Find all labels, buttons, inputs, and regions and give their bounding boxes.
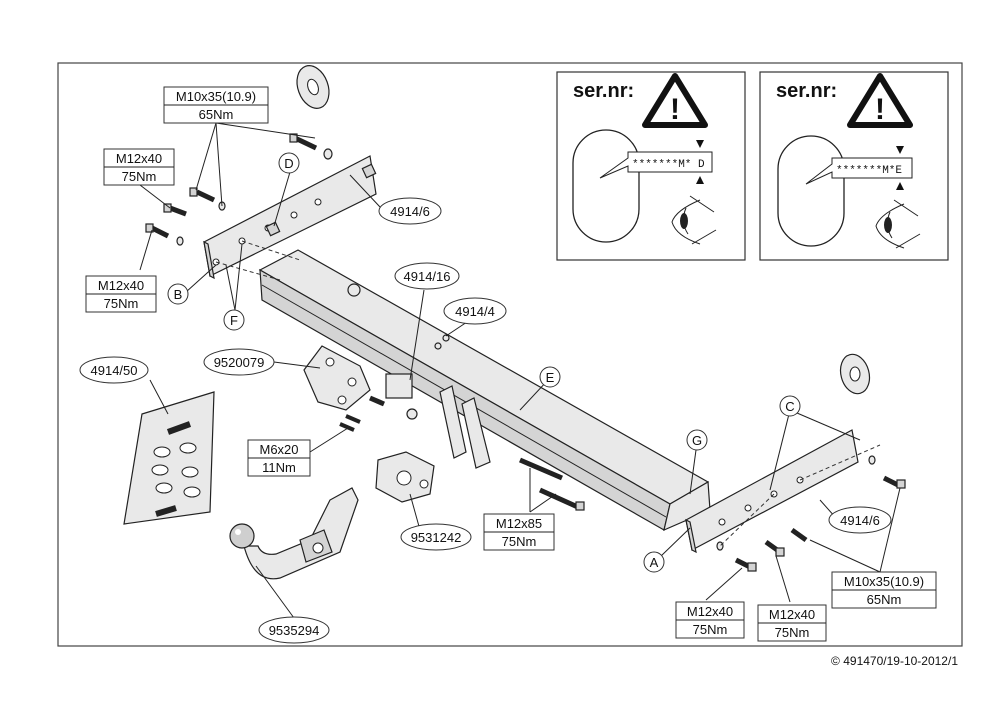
svg-text:75Nm: 75Nm (122, 169, 157, 184)
svg-text:M10x35(10.9): M10x35(10.9) (844, 574, 924, 589)
svg-text:!: ! (875, 93, 885, 126)
bolts-right (716, 455, 906, 572)
spec-top-left-m10: M10x35(10.9) 65Nm (163, 86, 269, 124)
svg-text:M12x40: M12x40 (116, 151, 162, 166)
svg-text:9531242: 9531242 (411, 530, 462, 545)
svg-text:M10x35(10.9): M10x35(10.9) (176, 89, 256, 104)
serial-title: ser.nr: (776, 80, 837, 102)
spec-m12x85: M12x85 75Nm (483, 513, 555, 551)
part-4914-4: 4914/4 (443, 297, 507, 325)
large-washer-right (839, 353, 871, 395)
svg-text:M12x40: M12x40 (687, 604, 733, 619)
crossbar (258, 249, 711, 532)
center-brackets (347, 283, 585, 511)
callout-d: D (278, 152, 300, 174)
svg-text:4914/16: 4914/16 (404, 269, 451, 284)
svg-text:F: F (230, 313, 238, 328)
callout-b: B (167, 283, 189, 305)
callout-c: C (779, 395, 801, 417)
serial-panel-d: ser.nr: ! *******M* D (556, 71, 746, 261)
svg-text:4914/6: 4914/6 (840, 513, 880, 528)
svg-text:75Nm: 75Nm (693, 622, 728, 637)
parts-bag (123, 391, 215, 525)
svg-text:E: E (546, 370, 555, 385)
eye-icon (671, 195, 717, 245)
part-4914-6-right: 4914/6 (828, 506, 892, 534)
part-9531242: 9531242 (400, 523, 472, 551)
svg-text:!: ! (670, 93, 680, 126)
spec-left-m12-upper: M12x40 75Nm (103, 148, 175, 186)
svg-text:75Nm: 75Nm (104, 296, 139, 311)
socket-plate (303, 345, 385, 432)
warning-icon: ! (642, 73, 708, 128)
svg-text:9520079: 9520079 (214, 355, 265, 370)
svg-text:9535294: 9535294 (269, 623, 320, 638)
guide-lines (215, 240, 881, 547)
callout-a: A (643, 551, 665, 573)
svg-text:C: C (785, 399, 794, 414)
callout-e: E (539, 366, 561, 388)
svg-text:11Nm: 11Nm (262, 460, 296, 475)
svg-text:M12x40: M12x40 (769, 607, 815, 622)
leader-lines (139, 122, 901, 619)
right-bracket (685, 429, 859, 554)
callout-g: G (686, 429, 708, 451)
towball (229, 487, 359, 580)
part-4914-6-left: 4914/6 (378, 197, 442, 225)
eye-icon (875, 199, 921, 249)
large-washer-top (296, 65, 330, 109)
svg-text:65Nm: 65Nm (867, 592, 902, 607)
callout-f: F (223, 309, 245, 331)
part-9535294: 9535294 (258, 616, 330, 644)
serial-code: *******M* D (632, 159, 705, 171)
bolts-left (145, 133, 333, 246)
svg-text:75Nm: 75Nm (775, 625, 810, 640)
svg-text:4914/50: 4914/50 (91, 363, 138, 378)
spec-right-m10: M10x35(10.9) 65Nm (831, 571, 937, 609)
spec-bottom-m12-b: M12x40 75Nm (757, 604, 827, 642)
copyright-text: © 491470/19-10-2012/1 (831, 654, 958, 668)
spec-m6: M6x20 11Nm (247, 439, 311, 477)
svg-text:M6x20: M6x20 (259, 442, 298, 457)
spec-bottom-m12-a: M12x40 75Nm (675, 601, 745, 639)
spec-left-m12-lower: M12x40 75Nm (85, 275, 157, 313)
part-9520079: 9520079 (203, 348, 275, 376)
serial-code: *******M*E (836, 165, 902, 177)
svg-text:65Nm: 65Nm (199, 107, 234, 122)
svg-text:A: A (650, 555, 659, 570)
part-4914-16: 4914/16 (394, 262, 460, 290)
svg-text:D: D (284, 156, 293, 171)
warning-icon: ! (847, 73, 913, 128)
ball-holder (375, 451, 435, 503)
serial-title: ser.nr: (573, 80, 634, 102)
svg-text:B: B (174, 287, 183, 302)
svg-text:G: G (692, 433, 702, 448)
serial-panel-e: ser.nr: ! *******M*E (759, 71, 949, 261)
svg-text:75Nm: 75Nm (502, 534, 537, 549)
diagram-frame (57, 62, 963, 647)
svg-text:M12x85: M12x85 (496, 516, 542, 531)
svg-text:4914/4: 4914/4 (455, 304, 495, 319)
svg-text:M12x40: M12x40 (98, 278, 144, 293)
svg-text:4914/6: 4914/6 (390, 204, 430, 219)
part-4914-50: 4914/50 (79, 356, 149, 384)
left-bracket (203, 155, 377, 280)
